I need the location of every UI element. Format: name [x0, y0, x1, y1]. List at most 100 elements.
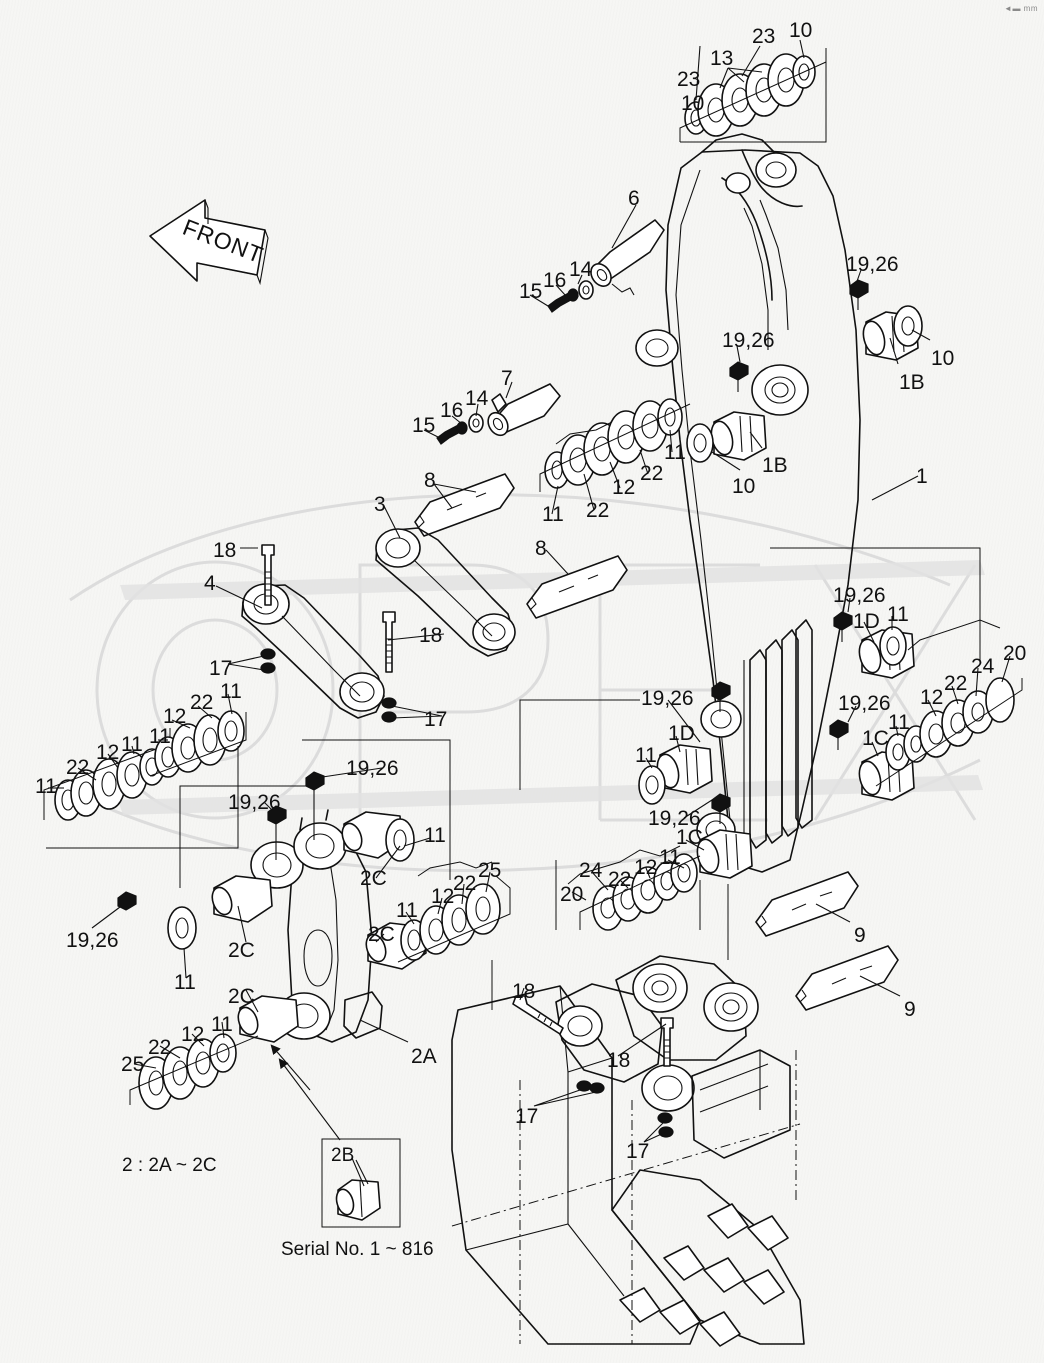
callout-11: 11	[664, 441, 686, 464]
callout-23: 23	[752, 25, 776, 48]
callout-9: 9	[854, 924, 866, 947]
washer-stack-right-1C	[875, 619, 1023, 787]
grease-fitting-f	[711, 793, 731, 824]
pin-9-lower	[795, 945, 899, 1011]
grease-fitting-i	[117, 891, 137, 911]
callout-19-26: 19,26	[838, 692, 891, 715]
inset-box-2B	[321, 1138, 401, 1228]
callout-19-26: 19,26	[833, 584, 886, 607]
callout-24: 24	[579, 859, 603, 882]
grease-fitting-c	[833, 611, 853, 642]
callout-17: 17	[515, 1105, 539, 1128]
bucket-assembly	[451, 955, 805, 1347]
callout-17: 17	[626, 1140, 650, 1163]
nut-17-left	[260, 648, 276, 674]
callout-1D: 1D	[668, 722, 695, 745]
fastener-set-6	[547, 280, 594, 313]
pin-9-upper	[755, 871, 859, 937]
group-note: 2 : 2A ~ 2C	[122, 1155, 217, 1176]
callout-11: 11	[35, 775, 57, 798]
callout-25: 25	[478, 859, 502, 882]
corner-mark: ◄▬ mm	[1004, 4, 1038, 13]
callout-7: 7	[501, 367, 513, 390]
callout-20: 20	[560, 883, 584, 906]
callout-18: 18	[512, 980, 536, 1003]
callout-19-26: 19,26	[346, 757, 399, 780]
callout-10: 10	[681, 92, 705, 115]
serial-note: Serial No. 1 ~ 816	[281, 1239, 434, 1260]
nut-17-bucket-left	[576, 1080, 605, 1094]
callout-1B: 1B	[899, 371, 925, 394]
callout-16: 16	[543, 269, 567, 292]
callout-23: 23	[677, 68, 701, 91]
washer-11-right-1D	[879, 626, 907, 666]
group-frames	[46, 547, 981, 1010]
callout-12: 12	[163, 705, 187, 728]
callout-22: 22	[453, 872, 477, 895]
callout-1C: 1C	[676, 826, 703, 849]
inset-label-2B: 2B	[331, 1145, 355, 1166]
callout-22: 22	[66, 756, 90, 779]
callout-6: 6	[628, 187, 640, 210]
grease-fitting-h	[267, 805, 287, 860]
callout-1D: 1D	[853, 610, 880, 633]
callout-11: 11	[220, 680, 242, 703]
nut-17-right	[381, 697, 397, 723]
washer-stack-2A-right	[397, 861, 511, 963]
washer-stack-top	[679, 48, 827, 143]
callout-2A: 2A	[411, 1045, 437, 1068]
callout-15: 15	[412, 414, 436, 437]
callout-22: 22	[190, 691, 214, 714]
callout-14: 14	[465, 387, 489, 410]
callout-11: 11	[211, 1013, 233, 1036]
callout-11: 11	[542, 503, 564, 526]
callout-14: 14	[569, 258, 593, 281]
callout-11: 11	[174, 971, 196, 994]
callout-2C: 2C	[228, 985, 255, 1008]
bushing-2C-a	[211, 875, 273, 923]
fastener-set-7	[436, 413, 484, 445]
washer-stack-left-mid	[149, 710, 247, 778]
callout-12: 12	[96, 741, 120, 764]
callout-13: 13	[710, 47, 734, 70]
front-arrow-shape	[149, 199, 269, 286]
callout-8: 8	[535, 537, 547, 560]
pin-6	[590, 219, 665, 296]
callout-19-26: 19,26	[641, 687, 694, 710]
washer-stack-left-1C	[567, 845, 701, 931]
callout-18: 18	[213, 539, 237, 562]
callout-19-26: 19,26	[722, 329, 775, 352]
bolt-18-bucket-left	[512, 995, 564, 1035]
callout-12: 12	[612, 476, 636, 499]
callout-22: 22	[608, 868, 632, 891]
washer-stack-2A-lower	[129, 1033, 259, 1110]
callout-25: 25	[121, 1053, 145, 1076]
callout-2C: 2C	[360, 867, 387, 890]
grease-fitting-b	[729, 361, 749, 392]
callout-19-26: 19,26	[228, 791, 281, 814]
callout-10: 10	[789, 19, 813, 42]
callout-19-26: 19,26	[66, 929, 119, 952]
callout-11: 11	[396, 899, 418, 922]
callout-11: 11	[635, 744, 657, 767]
callout-1C: 1C	[862, 727, 889, 750]
callout-22: 22	[640, 462, 664, 485]
callout-2C: 2C	[368, 923, 395, 946]
washer-11-alone-2C	[385, 818, 415, 862]
callout-10: 10	[931, 347, 955, 370]
callout-22: 22	[944, 672, 968, 695]
callout-22: 22	[586, 499, 610, 522]
callout-11: 11	[149, 725, 171, 748]
callout-12: 12	[431, 885, 455, 908]
bushing-1B-mid	[710, 411, 767, 461]
callout-20: 20	[1003, 642, 1027, 665]
washer-stack-left-upper	[43, 728, 171, 821]
leader-lines	[48, 39, 1011, 1187]
washer-11-left-1D	[638, 765, 666, 805]
callout-19-26: 19,26	[648, 807, 701, 830]
callout-18: 18	[607, 1049, 631, 1072]
callout-12: 12	[920, 686, 944, 709]
callout-24: 24	[971, 655, 995, 678]
callout-1B: 1B	[762, 454, 788, 477]
